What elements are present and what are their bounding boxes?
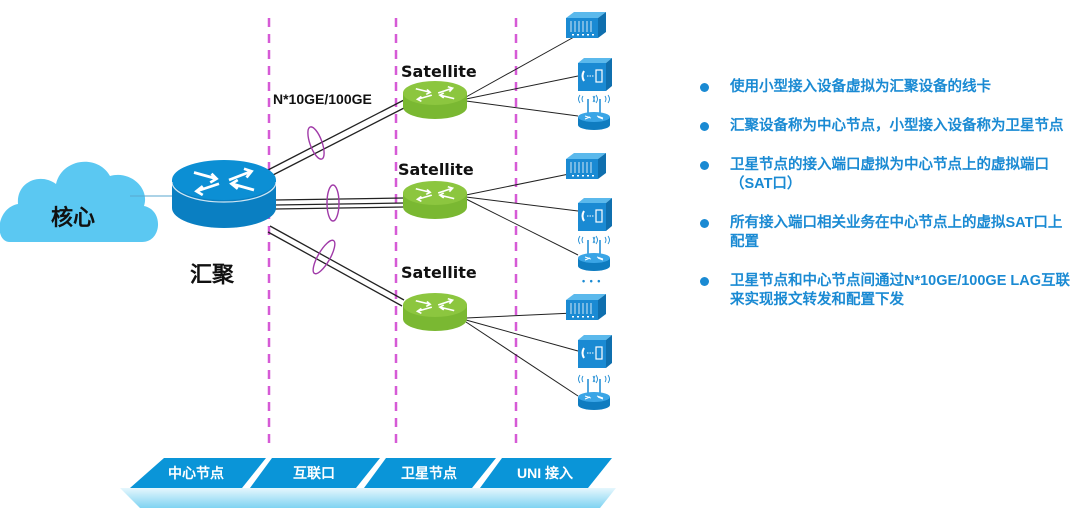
satellite-label: Satellite [401, 263, 477, 282]
aggregation-router-icon [171, 160, 277, 228]
satellite-router-icon [403, 293, 467, 331]
link-speed-label: N*10GE/100GE [273, 91, 372, 107]
bullet-item: 所有接入端口相关业务在中心节点上的虚拟SAT口上配置 [700, 214, 1070, 252]
bullet-item: 汇聚设备称为中心节点，小型接入设备称为卫星节点 [700, 117, 1070, 136]
feature-bullet-list: 使用小型接入设备虚拟为汇聚设备的线卡 汇聚设备称为中心节点，小型接入设备称为卫星… [700, 78, 1070, 330]
voice-gateway-icon [577, 197, 613, 232]
bullet-text: 卫星节点和中心节点间通过N*10GE/100GE LAG互联来实现报文转发和配置… [730, 273, 1070, 308]
bullet-item: 卫星节点的接入端口虚拟为中心节点上的虚拟端口（SAT口） [700, 156, 1070, 194]
bullet-dot-icon [700, 219, 709, 228]
bullet-dot-icon [700, 122, 709, 131]
stage-label-uni-access: UNI 接入 [517, 465, 573, 481]
switch-icon [565, 11, 607, 39]
aggregation-label: 汇聚 [190, 262, 235, 287]
voice-gateway-icon [577, 334, 613, 369]
voice-gateway-icon [577, 57, 613, 92]
stage-dividers [267, 18, 518, 447]
wireless-router-icon [577, 235, 611, 272]
access-links [465, 36, 579, 397]
bullet-text: 使用小型接入设备虚拟为汇聚设备的线卡 [730, 79, 991, 95]
more-devices-ellipsis: • • • [582, 276, 602, 286]
switch-icon [565, 293, 607, 321]
stage-label-interconnect: 互联口 [293, 465, 335, 481]
core-label: 核心 [51, 205, 96, 230]
wireless-router-icon [577, 94, 611, 131]
satellite-label: Satellite [398, 160, 474, 179]
bullet-dot-icon [700, 161, 709, 170]
bullet-dot-icon [700, 83, 709, 92]
core-cloud-icon [0, 161, 158, 242]
ribbon-stage-3 [364, 458, 496, 488]
satellite-label: Satellite [401, 62, 477, 81]
bullet-text: 卫星节点的接入端口虚拟为中心节点上的虚拟端口（SAT口） [730, 157, 1049, 192]
satellite-router-icon [403, 181, 467, 219]
bullet-item: 卫星节点和中心节点间通过N*10GE/100GE LAG互联来实现报文转发和配置… [700, 272, 1070, 310]
stage-label-center-node: 中心节点 [168, 465, 224, 481]
switch-icon [565, 152, 607, 180]
stage-ribbon [120, 458, 616, 508]
bullet-text: 汇聚设备称为中心节点，小型接入设备称为卫星节点 [730, 118, 1064, 134]
lag-ellipses [307, 126, 340, 275]
ribbon-stage-1 [130, 458, 266, 488]
wireless-router-icon [577, 374, 611, 411]
ribbon-stage-2 [250, 458, 380, 488]
ribbon-stage-4 [480, 458, 612, 488]
satellite-router-icon [403, 81, 467, 119]
bullet-dot-icon [700, 277, 709, 286]
bullet-text: 所有接入端口相关业务在中心节点上的虚拟SAT口上配置 [730, 215, 1063, 250]
bullet-item: 使用小型接入设备虚拟为汇聚设备的线卡 [700, 78, 1070, 97]
lag-links [267, 99, 407, 307]
stage-label-satellite-node: 卫星节点 [401, 465, 457, 481]
